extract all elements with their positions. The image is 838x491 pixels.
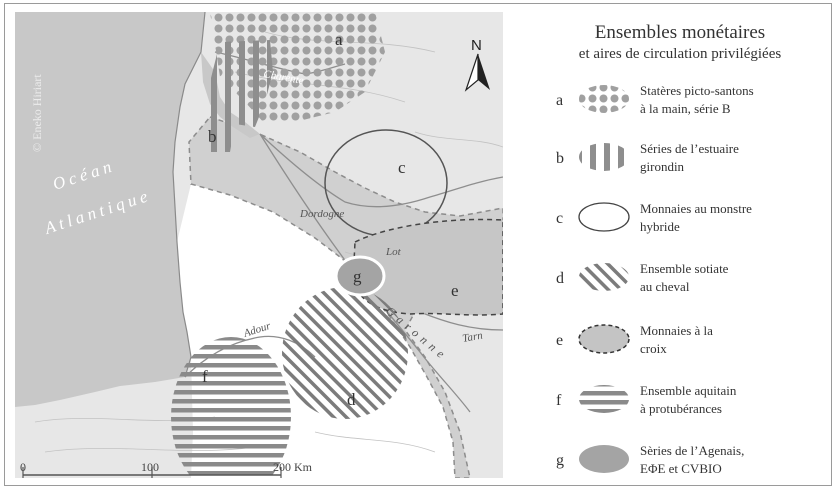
- scale-bar: 0 100 200 Km: [20, 460, 313, 478]
- legend-label-line1: Monnaies au monstre: [640, 201, 752, 216]
- legend-letter: a: [556, 92, 564, 109]
- legend-subtitle: et aires de circulation privilégiées: [578, 46, 782, 62]
- river-label-lot: Lot: [385, 246, 402, 258]
- north-arrow-icon: N: [464, 37, 490, 92]
- river-label-dordogne: Dordogne: [299, 208, 344, 220]
- legend-letter: f: [556, 392, 562, 409]
- river-tarn: [419, 311, 503, 331]
- outline-swatch-icon: [578, 202, 630, 232]
- horizontal-stripes-swatch-icon: [579, 385, 629, 413]
- map-panel: a b c d e f g Charente Dordogne Lot Garo…: [15, 12, 503, 478]
- area-label-c: c: [398, 158, 406, 177]
- legend-letter: e: [556, 332, 564, 349]
- legend-label-line2: hybride: [640, 219, 680, 234]
- legend-label-line1: Ensemble aquitain: [640, 383, 737, 398]
- garonne-corridor: [188, 116, 503, 478]
- area-b: [203, 40, 273, 152]
- legend-letter: b: [556, 150, 564, 167]
- legend-item-d: d Ensemble sotiate au cheval: [530, 258, 830, 304]
- area-d: [282, 287, 408, 419]
- legend-label-line1: Statères picto-santons: [640, 83, 754, 98]
- legend-item-a: a Statères picto-santons à la main, séri…: [530, 80, 830, 126]
- diagonal-stripes-swatch-icon: [579, 263, 629, 291]
- legend-letter: g: [556, 452, 564, 469]
- legend-item-e: e Monnaies à la croix: [530, 320, 830, 366]
- area-label-g: g: [353, 267, 362, 286]
- legend-item-g: g Sèries de l’Agenais, ΕΦΕ et CVBIO: [530, 440, 830, 486]
- legend-label-line1: Monnaies à la: [640, 323, 713, 338]
- legend-label-line2: au cheval: [640, 279, 690, 294]
- legend-item-b: b Séries de l’estuaire girondin: [530, 138, 830, 184]
- north-label: N: [471, 37, 482, 54]
- coastline: [172, 12, 206, 378]
- legend-item-c: c Monnaies au monstre hybride: [530, 198, 830, 244]
- area-g: [334, 255, 386, 297]
- scale-tick-0: 0: [20, 460, 26, 474]
- area-f: [171, 337, 291, 478]
- legend-label-line1: Ensemble sotiate: [640, 261, 729, 276]
- legend-label-line2: girondin: [640, 159, 685, 174]
- legend-item-f: f Ensemble aquitain à protubérances: [530, 380, 830, 426]
- scale-tick-200: 200 Km: [273, 460, 313, 474]
- scale-tick-100: 100: [141, 460, 159, 474]
- ocean: [15, 12, 205, 407]
- legend-panel: Ensembles monétaires et aires de circula…: [530, 12, 830, 478]
- legend-title: Ensembles monétaires: [594, 22, 766, 43]
- legend-label-line2: à la main, série B: [640, 101, 731, 116]
- area-label-f: f: [202, 367, 208, 386]
- river-dordogne: [259, 133, 503, 208]
- legend-label-line1: Sèries de l’Agenais,: [640, 443, 745, 458]
- figure-frame: a b c d e f g Charente Dordogne Lot Garo…: [4, 3, 832, 486]
- area-e: [352, 218, 503, 316]
- dots-swatch-icon: [579, 85, 629, 113]
- vertical-stripes-swatch-icon: [579, 143, 629, 171]
- legend-letter: c: [556, 210, 564, 227]
- dashed-swatch-icon: [578, 324, 630, 354]
- legend-letter: d: [556, 270, 564, 287]
- area-label-a: a: [335, 30, 343, 49]
- legend-label-line2: croix: [640, 341, 667, 356]
- legend-label-line2: ΕΦΕ et CVBIO: [640, 461, 722, 476]
- area-label-b: b: [208, 127, 217, 146]
- legend-label-line1: Séries de l’estuaire: [640, 141, 739, 156]
- area-label-e: e: [451, 281, 459, 300]
- copyright-watermark: © Eneko Hiriart: [30, 74, 44, 152]
- river-label-tarn: Tarn: [461, 330, 484, 345]
- solid-swatch-icon: [579, 445, 629, 473]
- legend-label-line2: à protubérances: [640, 401, 722, 416]
- area-label-d: d: [347, 390, 356, 409]
